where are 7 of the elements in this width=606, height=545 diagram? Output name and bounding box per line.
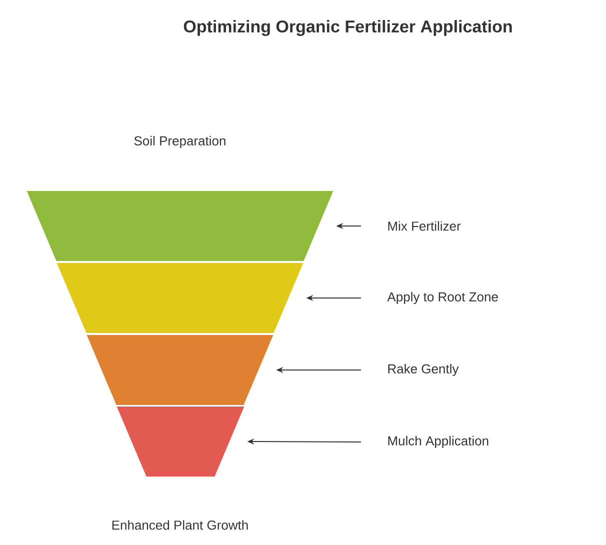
step-label: Apply to Root Zone xyxy=(387,292,498,304)
step-label: Mulch Application xyxy=(388,436,488,448)
step-label: Mix Fertilizer xyxy=(388,221,461,231)
title: Optimizing Organic Fertilizer Application xyxy=(184,20,512,36)
stage-label: Soil Preparation xyxy=(134,136,226,148)
stage-label: Enhanced Plant Growth xyxy=(112,520,248,530)
step-label: Rake Gently xyxy=(388,364,459,376)
